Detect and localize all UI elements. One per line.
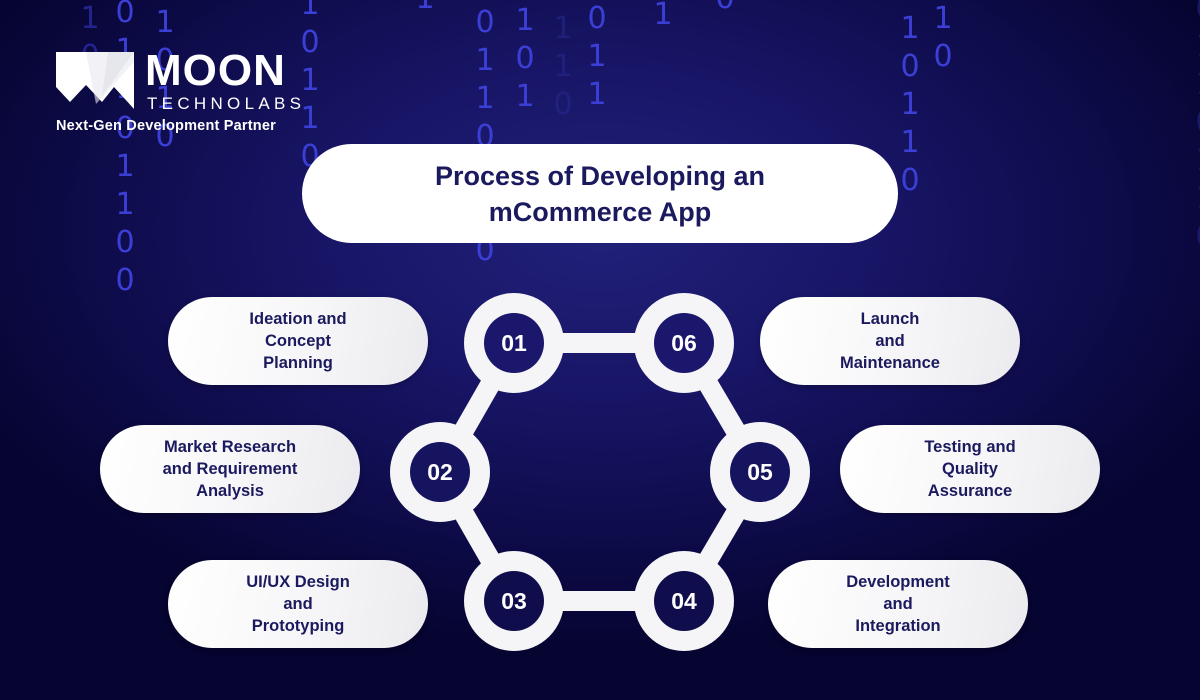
step-node-02 xyxy=(390,422,490,522)
step-card-06: Launch and Maintenance xyxy=(760,297,1020,385)
step-label: Ideation and Concept Planning xyxy=(249,310,347,372)
step-card-02: Market Research and Requirement Analysis xyxy=(100,425,360,513)
step-number-03: 03 xyxy=(501,588,527,614)
step-label: UI/UX Design and Prototyping xyxy=(246,573,350,635)
step-card-01: Ideation and Concept Planning xyxy=(168,297,428,385)
brand-tagline: Next-Gen Development Partner xyxy=(56,118,276,134)
page-title: Process of Developing an mCommerce App xyxy=(434,160,766,227)
step-label: Testing and Quality Assurance xyxy=(924,438,1016,500)
step-card-04: Development and Integration xyxy=(768,560,1028,648)
brand-name-primary: MOON xyxy=(145,46,286,95)
step-label: Development and Integration xyxy=(846,573,950,635)
title-banner: Process of Developing an mCommerce App xyxy=(302,144,898,243)
step-card-05: Testing and Quality Assurance xyxy=(840,425,1100,513)
step-number-06: 06 xyxy=(671,330,697,356)
mountain-peaks-logo-icon xyxy=(56,52,134,109)
step-card-03: UI/UX Design and Prototyping xyxy=(168,560,428,648)
step-number-01: 01 xyxy=(501,330,527,356)
step-node-04 xyxy=(634,551,734,651)
step-label: Market Research and Requirement Analysis xyxy=(162,438,298,500)
step-number-05: 05 xyxy=(747,459,773,485)
step-number-02: 02 xyxy=(427,459,453,485)
step-node-01 xyxy=(464,293,564,393)
step-label: Launch and Maintenance xyxy=(840,310,940,372)
step-node-03 xyxy=(464,551,564,651)
step-number-04: 04 xyxy=(671,588,697,614)
step-node-05 xyxy=(710,422,810,522)
step-node-06 xyxy=(634,293,734,393)
brand-name-secondary: TECHNOLABS xyxy=(147,94,306,113)
step-nodes xyxy=(390,293,810,651)
